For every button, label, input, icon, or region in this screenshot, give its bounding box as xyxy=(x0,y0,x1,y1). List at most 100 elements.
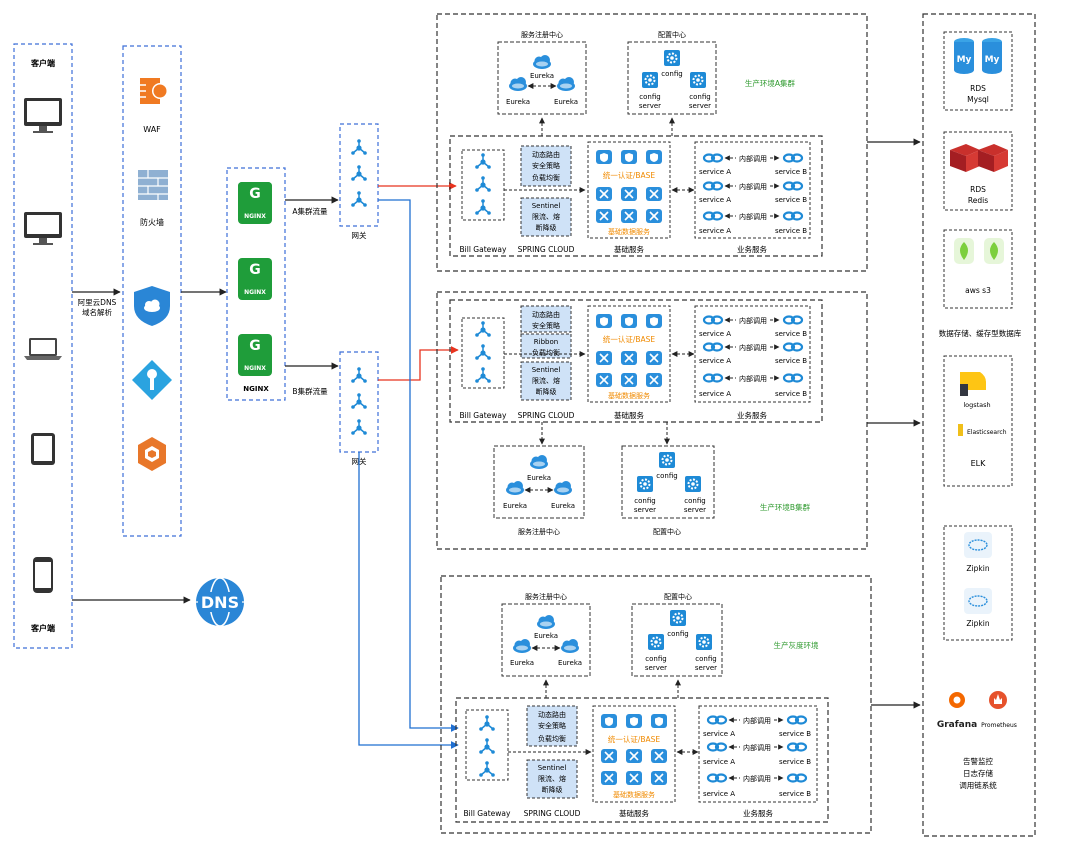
config-g-left-2: server xyxy=(645,664,667,672)
base-g-auth: 统一认证/BASE xyxy=(608,734,661,744)
zipkin-icon-2 xyxy=(964,588,992,614)
svc-a1-call: 内部调用 xyxy=(739,154,767,163)
monitor-label-2: 日志存储 xyxy=(963,768,993,778)
rds-redis-1: RDS xyxy=(970,185,986,194)
svc-a3-b: service B xyxy=(775,227,807,235)
spring-cloud-g: SPRING CLOUD xyxy=(524,809,581,818)
filter-a-lb: 负载均衡 xyxy=(532,173,560,182)
bill-gateway-g: Bill Gateway xyxy=(464,809,511,818)
phone-icon xyxy=(33,557,53,593)
svc-g3-call: 内部调用 xyxy=(743,774,771,783)
filter-g-sentinel: Sentinel xyxy=(538,764,567,772)
config-b-top-1: config xyxy=(656,472,677,480)
base-b-data: 基础数据服务 xyxy=(608,391,650,400)
filter-a-route: 动态路由 xyxy=(532,150,560,159)
spring-cloud-a: SPRING CLOUD xyxy=(518,245,575,254)
zipkin-label-1: Zipkin xyxy=(966,564,989,573)
config-b-left-1: config xyxy=(634,497,655,505)
config-b-title: 配置中心 xyxy=(653,527,681,536)
filter-b-degrade: 断降级 xyxy=(536,387,557,396)
svc-g3-a: service A xyxy=(703,790,735,798)
config-g-title: 配置中心 xyxy=(664,592,692,601)
grafana-icon xyxy=(949,692,965,708)
registry-gray xyxy=(501,603,591,677)
client-group xyxy=(13,43,73,649)
grafana-label: Grafana xyxy=(937,720,977,730)
filter-g-route: 动态路由 xyxy=(538,710,566,719)
filter-b-ribbon: Ribbon xyxy=(534,338,558,346)
logstash-label: logstash xyxy=(963,401,990,409)
cluster-gray-services xyxy=(455,697,829,823)
eureka-b-top: Eureka xyxy=(527,474,551,482)
svc-b1-b: service B xyxy=(775,330,807,338)
filter-g-degrade: 断降级 xyxy=(542,785,563,794)
base-service-b: 基础服务 xyxy=(614,410,644,420)
monitor-label-3: 调用链系统 xyxy=(959,780,997,790)
client-title-top: 客户端 xyxy=(30,58,55,68)
svc-b2-call: 内部调用 xyxy=(739,343,767,352)
svc-g1-b: service B xyxy=(779,730,811,738)
filter-b-security: 安全策略 xyxy=(532,321,560,330)
svc-row-g3: 内部调用 service A service B xyxy=(703,773,811,798)
dns-logo-text: DNS xyxy=(201,593,239,612)
flow-b-blue xyxy=(358,452,459,749)
config-a-right-2: server xyxy=(689,102,711,110)
svc-b2-b: service B xyxy=(775,357,807,365)
zipkin-icon-1 xyxy=(964,532,992,558)
svc-row-a3: 内部调用 service A service B xyxy=(699,211,807,235)
svc-g2-b: service B xyxy=(779,758,811,766)
zipkin-label-2: Zipkin xyxy=(966,619,989,628)
base-service-a: 基础服务 xyxy=(614,244,644,254)
svc-g2-call: 内部调用 xyxy=(743,743,771,752)
config-b-right-1: config xyxy=(684,497,705,505)
elasticsearch-icon xyxy=(958,424,963,436)
svc-b1-call: 内部调用 xyxy=(739,316,767,325)
filter-b-ratelimit: 限流、熔 xyxy=(532,376,560,385)
rds-mysql-1: RDS xyxy=(970,84,986,93)
flow-b-red xyxy=(378,346,459,381)
elasticsearch-label: Elasticsearch xyxy=(967,429,1007,436)
nginx-logo-text-3: NGINX xyxy=(244,365,266,372)
nginx-g-1: G xyxy=(249,186,261,202)
svc-a2-b: service B xyxy=(775,196,807,204)
filter-g-lb: 负载均衡 xyxy=(538,734,566,743)
svc-row-b2: 内部调用 service A service B xyxy=(699,342,807,365)
waf-icon xyxy=(134,78,168,104)
config-a-top-1: config xyxy=(661,70,682,78)
svc-a3-call: 内部调用 xyxy=(739,212,767,221)
svc-a2-call: 内部调用 xyxy=(739,182,767,191)
svc-a1-a: service A xyxy=(699,168,731,176)
prometheus-label: Prometheus xyxy=(981,722,1017,729)
eureka-a-top: Eureka xyxy=(530,72,554,80)
monitor-label-1: 告警监控 xyxy=(963,756,993,766)
key-icon xyxy=(132,360,172,400)
filter-a-ratelimit: 限流、熔 xyxy=(532,212,560,221)
svc-g1-a: service A xyxy=(703,730,735,738)
mysql-logo-1: My xyxy=(957,55,972,65)
filter-b-route: 动态路由 xyxy=(532,310,560,319)
svc-g3-b: service B xyxy=(779,790,811,798)
waf-label: WAF xyxy=(143,125,161,134)
config-a xyxy=(627,41,717,115)
eureka-g-top: Eureka xyxy=(534,632,558,640)
filter-g-security: 安全策略 xyxy=(538,721,566,730)
rds-redis-box xyxy=(943,131,1013,211)
spring-cloud-b: SPRING CLOUD xyxy=(518,411,575,420)
prometheus-icon xyxy=(989,691,1007,709)
svc-b1-a: service A xyxy=(699,330,731,338)
svc-row-b1: 内部调用 service A service B xyxy=(699,315,807,338)
s3-icon xyxy=(954,238,1004,264)
registry-a-title: 服务注册中心 xyxy=(521,30,563,39)
dns-label-2: 域名解析 xyxy=(82,307,112,317)
filter-b-lb: 负载均衡 xyxy=(532,348,560,357)
cluster-b-services xyxy=(449,299,823,423)
filter-a-degrade: 断降级 xyxy=(536,223,557,232)
nginx-caption: NGINX xyxy=(243,385,269,393)
base-g-data: 基础数据服务 xyxy=(613,790,655,799)
cluster-b-label: 生产环境B集群 xyxy=(760,502,811,512)
eureka-a-left: Eureka xyxy=(506,98,530,106)
svc-row-g1: 内部调用 service A service B xyxy=(703,715,811,738)
eureka-b-left: Eureka xyxy=(503,502,527,510)
filter-a-security: 安全策略 xyxy=(532,161,560,170)
